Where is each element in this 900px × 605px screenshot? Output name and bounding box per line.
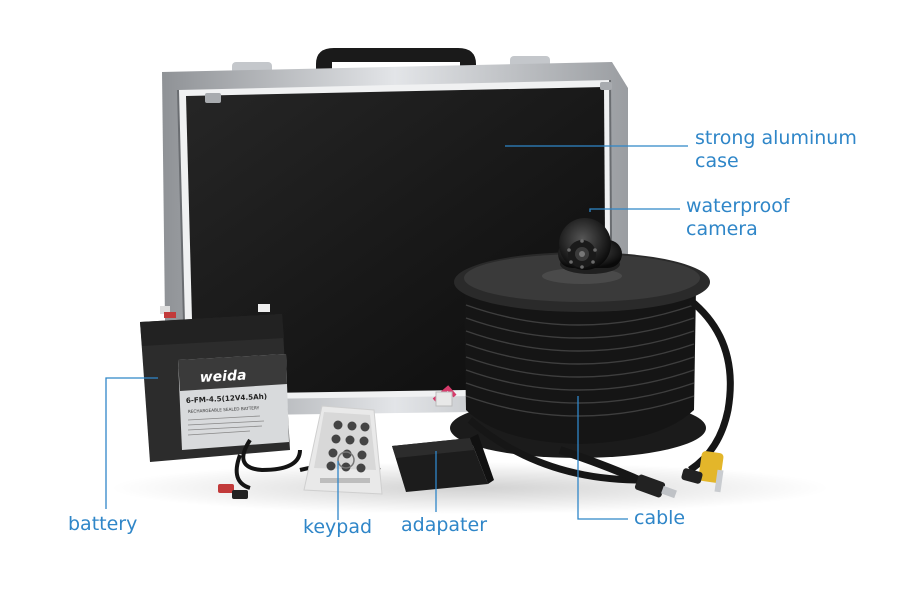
label-aluminum-case: strong aluminum case <box>695 127 857 173</box>
remote-keypad <box>303 405 383 495</box>
power-adapter <box>299 434 494 492</box>
battery-model: 6-FM-4.5(12V4.5Ah) <box>186 392 268 405</box>
reel-cable-wraps <box>464 288 696 444</box>
callout-line-camera <box>589 208 680 212</box>
label-waterproof-camera-line2: camera <box>686 218 758 240</box>
label-aluminum-case-line1: strong aluminum <box>695 127 857 149</box>
callout-lines <box>105 145 688 520</box>
label-waterproof-camera: waterproof camera <box>686 195 790 241</box>
case-handle <box>316 48 476 72</box>
label-keypad: keypad <box>303 516 373 538</box>
label-cable: cable <box>634 507 686 529</box>
label-battery: battery <box>68 513 138 535</box>
label-aluminum-case-line2: case <box>695 150 739 172</box>
battery: weida 6-FM-4.5(12V4.5Ah) RECHARGEABLE SE… <box>140 304 290 462</box>
callout-line-cable <box>577 396 628 520</box>
label-adapter: adapater <box>401 514 488 536</box>
cable-reel <box>450 252 734 499</box>
waterproof-camera <box>558 218 622 274</box>
battery-subtitle: RECHARGEABLE SEALED BATTERY <box>188 405 260 414</box>
battery-brand: weida <box>199 368 246 386</box>
callout-line-battery <box>105 377 158 509</box>
label-waterproof-camera-line1: waterproof <box>686 195 790 217</box>
